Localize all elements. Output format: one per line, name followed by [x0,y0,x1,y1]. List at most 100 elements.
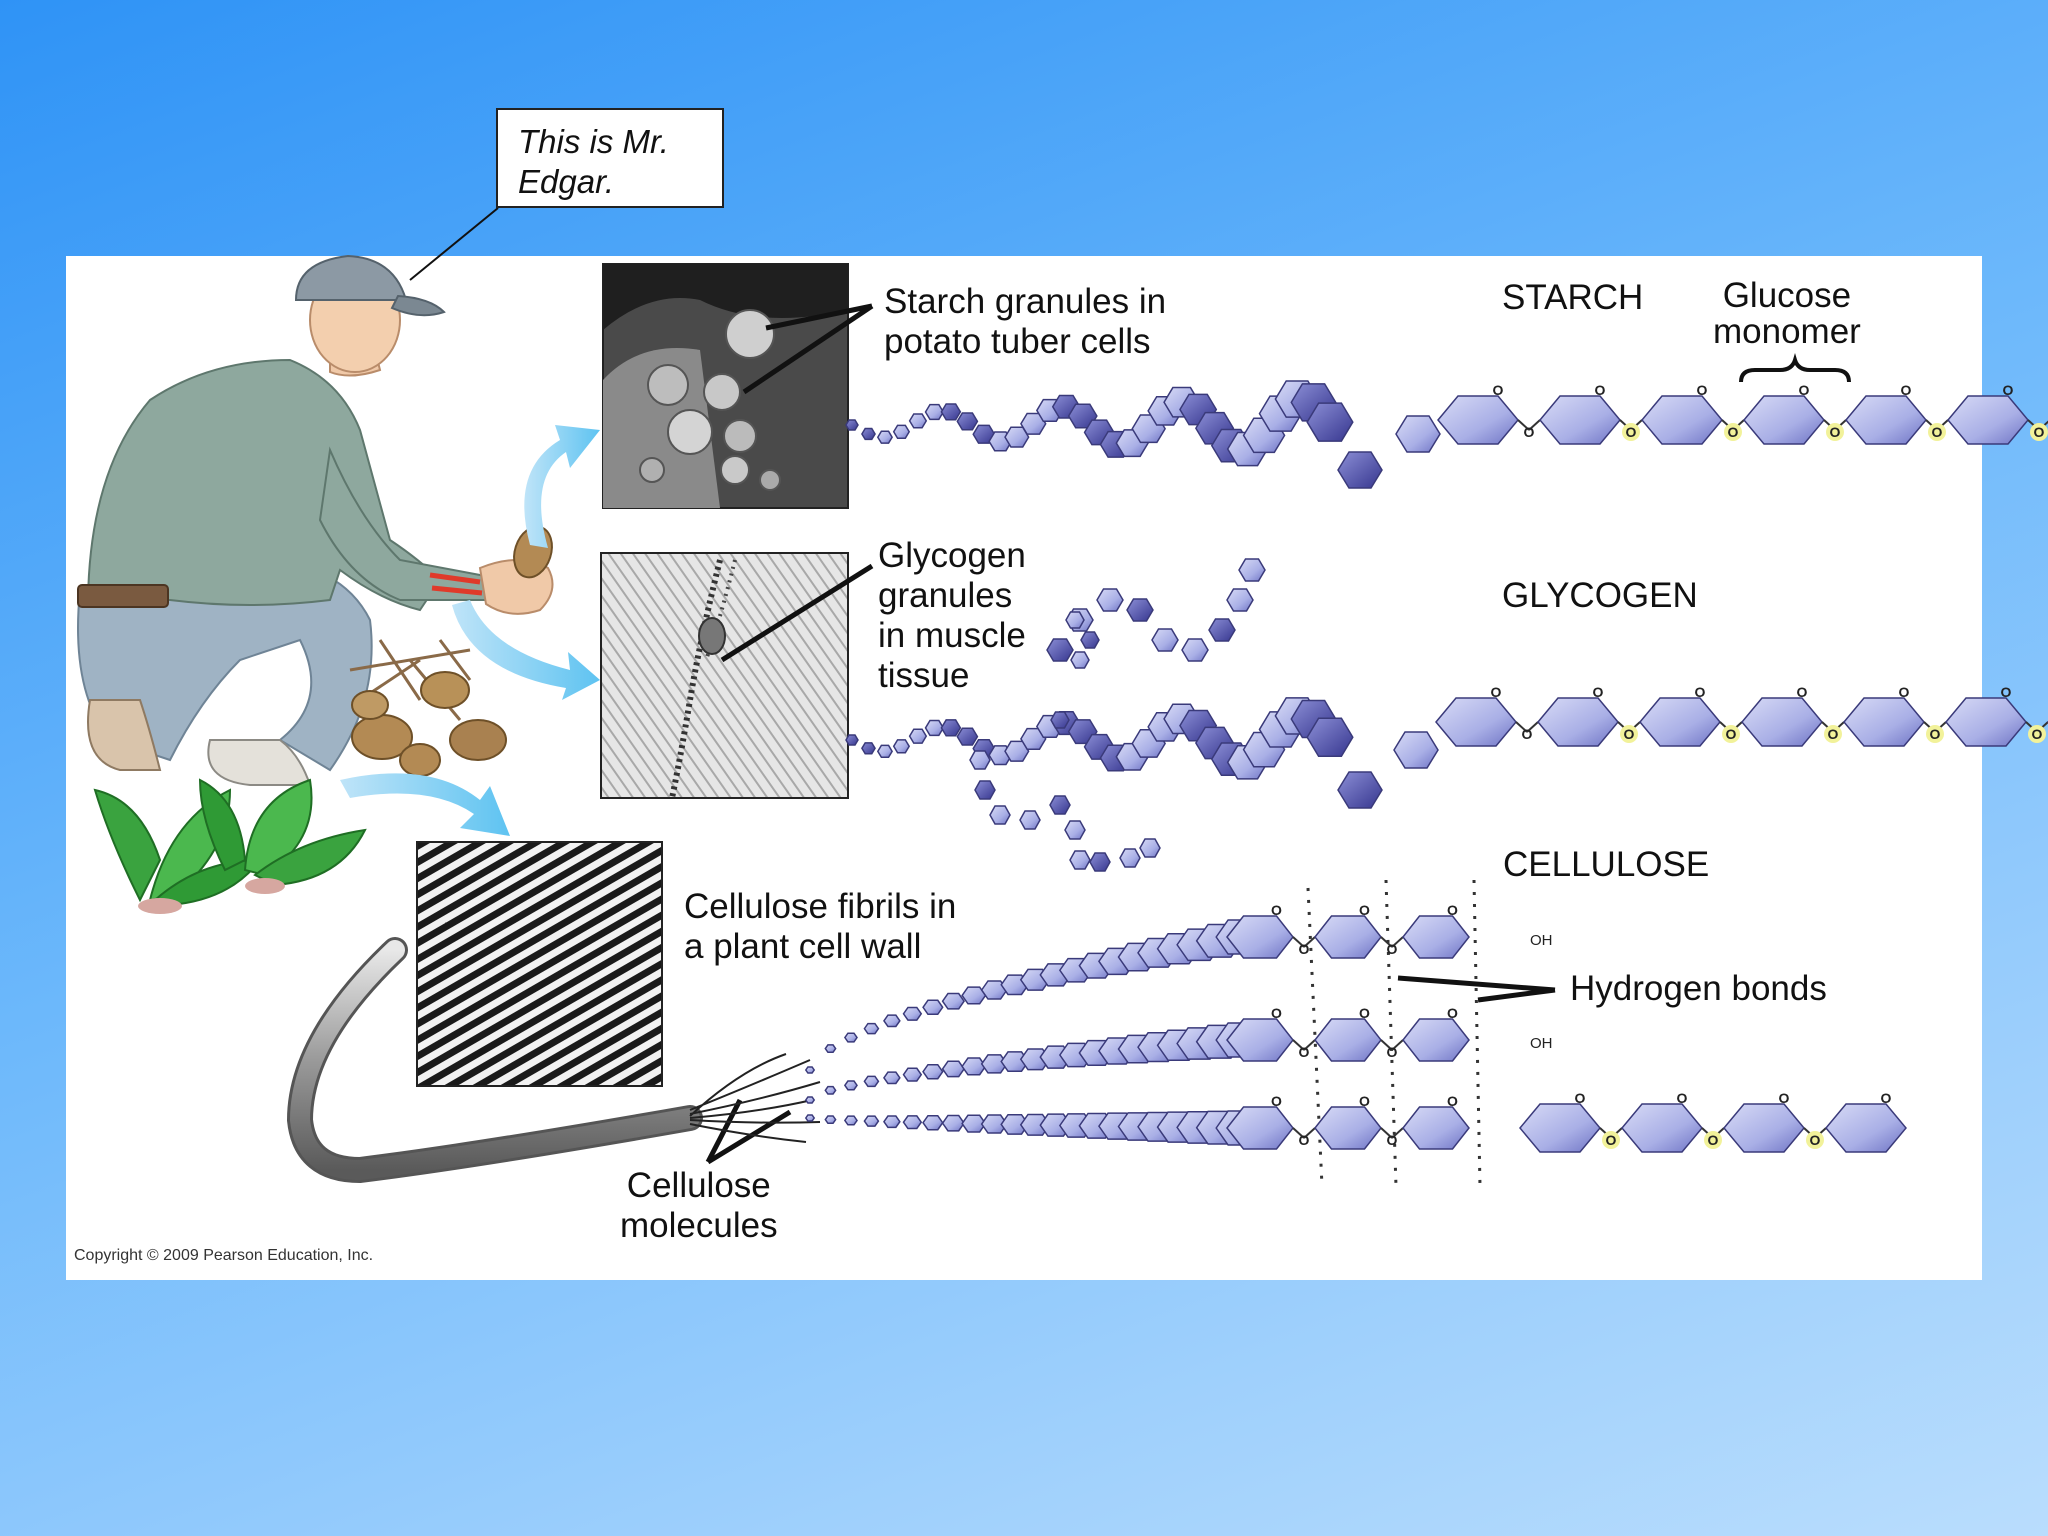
glycogen-branch-up-ring-7 [1226,588,1254,612]
starch-bridge-oxygen-3-highlight [1826,423,1844,441]
glycogen-bridge-oxygen-4-highlight [1926,725,1944,743]
glycogen-micrograph [600,552,849,799]
glycogen-branch-mid-ring-1 [1070,651,1090,669]
starch-bond-a-0 [1517,419,1530,431]
glycogen-branch-up-ring-4 [1151,628,1179,652]
polysaccharide-chains: OOOOOOOOOOOOOOOOOOOOOOOOOOOOOOOOHOOOOOOH… [804,380,2048,1153]
glycogen-helix-ring-4 [908,728,928,744]
glycogen-branch-up-ring-5 [1181,638,1209,662]
starch-helix-ring-11 [1020,412,1047,435]
starch-ring-oxygen-4: O [1901,382,1912,398]
starch-granules-label: Starch granules in potato tuber cells [884,282,1167,361]
glycogen-glucose-ring-2 [1639,697,1721,747]
glycogen-branch-up-ring-3 [1126,598,1154,622]
glycogen-ring-oxygen-4: O [1899,684,1910,700]
cellulose-bottom-ext-glucose-ring-0 [1519,1103,1601,1153]
glycogen-branch-down-ring-2 [989,805,1011,825]
cellulose-mid-bond-a-0 [1292,1039,1305,1051]
cellulose-top-ring-oxygen-2: O [1447,902,1458,918]
glycogen-branch-up-ring-2 [1096,588,1124,612]
starch-link-ring-b [1395,415,1441,453]
cellulose-bottom-ext-ring-oxygen-1: O [1677,1090,1688,1106]
glycogen-helix-ring-29 [1306,717,1354,758]
cellulose-heading: CELLULOSE [1503,845,1710,884]
cellulose-mid-tail-ring-6 [922,1063,944,1080]
starch-helix-ring-3 [892,424,911,439]
starch-glucose-ring-4 [1845,395,1927,445]
glycogen-glucose-ring-0 [1435,697,1517,747]
cellulose-mid-ring-oxygen-1: O [1359,1005,1370,1021]
cellulose-mid-bond-a-1 [1380,1039,1393,1051]
glycogen-branch-down-ring-9 [1139,838,1161,858]
glycogen-helix-ring-2 [876,744,893,759]
cellulose-bottom-ext-glucose-ring-1 [1621,1103,1703,1153]
starch-glucose-ring-5 [1947,395,2029,445]
cellulose-bottom-bridge-oxygen-0: O [1299,1132,1310,1148]
cellulose-top-ring-oxygen-0: O [1271,902,1282,918]
cellulose-bottom-tail-ring-5 [902,1115,923,1130]
glycogen-bridge-oxygen-3-highlight [1824,725,1842,743]
cellulose-bottom-tail-ring-0 [804,1114,816,1122]
cellulose-bottom-glucose-ring-1 [1314,1106,1382,1150]
starch-bridge-oxygen-5-highlight [2030,423,2048,441]
glycogen-branch-down-ring-7 [1089,852,1111,872]
cellulose-bottom-ring-oxygen-0: O [1271,1093,1282,1109]
fiber-bundle-icon [286,937,821,1184]
starch-bridge-oxygen-1-highlight [1622,423,1640,441]
glycogen-branch-down-ring-0 [969,750,991,770]
cellulose-top-tail-ring-3 [863,1022,880,1035]
starch-glucose-ring-1 [1539,395,1621,445]
glycogen-branch-down-ring-8 [1119,848,1141,868]
cellulose-mid-tail-ring-7 [941,1060,965,1078]
cellulose-top-bond-b-1 [1391,936,1404,948]
starch-helix-ring-6 [940,403,962,421]
cellulose-top-oh-label: OH [1530,932,1553,949]
cellulose-bottom-bridge-oxygen-1: O [1387,1132,1398,1148]
starch-helix-ring-29 [1306,402,1354,442]
cellulose-bottom-ext-bridge-oxygen-2-highlight [1806,1131,1824,1149]
starch-helix-ring-10 [1004,426,1030,448]
glycogen-granules-label: Glycogen granules in muscle tissue [878,536,1026,695]
cellulose-bottom-ext-glucose-ring-2 [1723,1103,1805,1153]
starch-helix-ring-0 [845,419,859,431]
starch-link-ring-a [1337,451,1383,489]
glycogen-branch-mid-ring-0 [1050,711,1070,729]
cellulose-top-bond-a-1 [1380,936,1393,948]
glycogen-branch-up-ring-0 [1046,638,1074,662]
pointer-lines [705,303,1556,1165]
glycogen-helix-ring-6 [940,719,962,737]
starch-helix-ring-7 [956,412,979,431]
starch-glucose-ring-2 [1641,395,1723,445]
glycogen-branch-down-ring-1 [974,780,996,800]
cellulose-molecules-label: Cellulose molecules [620,1166,778,1245]
cellulose-bottom-ext-ring-oxygen-0: O [1575,1090,1586,1106]
starch-helix-ring-14 [1067,403,1098,429]
glycogen-bond-b-0 [1526,721,1539,733]
glycogen-link-ring-a [1337,771,1383,809]
cellulose-top-tail-ring-2 [843,1032,858,1043]
cellulose-top-glucose-ring-2 [1402,915,1470,959]
cellulose-fibrils-label: Cellulose fibrils in a plant cell wall [684,887,957,966]
glycogen-helix-ring-7 [956,727,979,746]
glycogen-bridge-oxygen-2-highlight [1722,725,1740,743]
glycogen-helix-ring-3 [892,739,911,754]
glycogen-ring-oxygen-0: O [1491,684,1502,700]
cellulose-top-bridge-oxygen-0: O [1299,941,1310,957]
cellulose-mid-bridge-oxygen-0: O [1299,1044,1310,1060]
glycogen-branch-down-ring-5 [1064,820,1086,840]
glycogen-branch-up-ring-6 [1208,618,1236,642]
cellulose-top-bond-a-0 [1292,936,1305,948]
cellulose-mid-tail-ring-1 [824,1085,837,1095]
cellulose-mid-tail-ring-2 [843,1080,858,1091]
starch-bridge-oxygen-5: O [2034,424,2045,440]
cellulose-mid-tail-ring-5 [902,1067,923,1082]
starch-bridge-oxygen-4-highlight [1928,423,1946,441]
starch-glucose-ring-3 [1743,395,1825,445]
cellulose-bottom-bond-a-1 [1380,1127,1393,1139]
glycogen-bridge-oxygen-5: O [2032,726,2043,742]
glycogen-bridge-oxygen-2: O [1726,726,1737,742]
cellulose-bottom-ext-ring-oxygen-2: O [1779,1090,1790,1106]
starch-bond-b-0 [1528,419,1541,431]
glycogen-branch-down-ring-6 [1069,850,1091,870]
starch-ring-oxygen-1: O [1595,382,1606,398]
